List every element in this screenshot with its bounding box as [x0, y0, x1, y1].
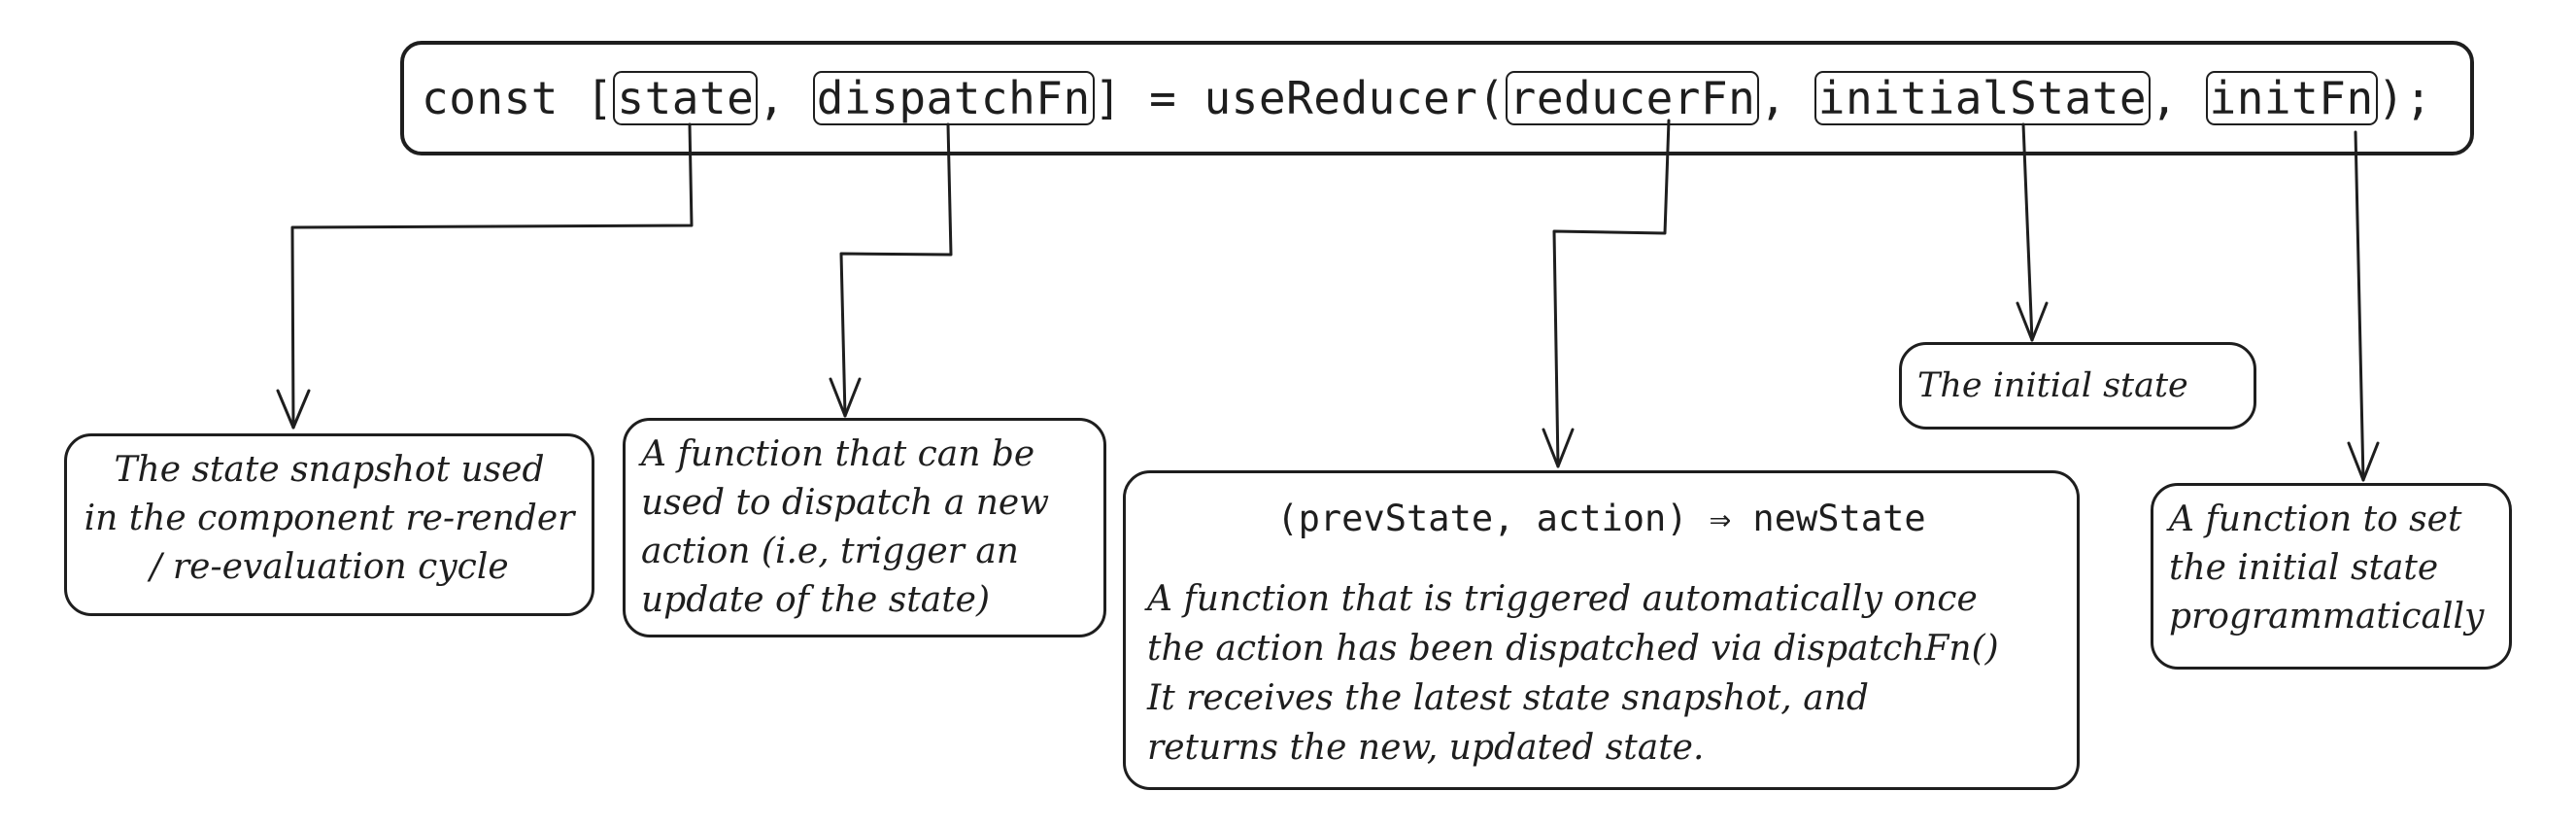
- param-initfn: initFn: [2205, 71, 2378, 125]
- note-reducerfn: (prevState, action) ⇒ newState A functio…: [1123, 470, 2080, 790]
- arrow-dispatchfn: [839, 122, 953, 418]
- param-initialstate: initialState: [1813, 71, 2152, 125]
- arrowhead-reducerfn: [1542, 428, 1575, 468]
- arrowhead-dispatchfn: [829, 377, 862, 418]
- note-dispatchfn: A function that can be used to dispatch …: [623, 418, 1106, 637]
- code-comma: ,: [758, 72, 813, 124]
- arrow-initfn: [2354, 130, 2365, 482]
- arrowhead-state: [276, 389, 311, 430]
- note-initfn: A function to set the initial state prog…: [2151, 483, 2512, 670]
- code-prefix: const [: [422, 72, 614, 124]
- param-reducerfn: reducerFn: [1505, 71, 1760, 125]
- note-state: The state snapshot used in the component…: [64, 433, 594, 616]
- arrow-reducerfn: [1552, 119, 1671, 468]
- code-comma: ,: [2151, 72, 2206, 124]
- code-statement-box: [400, 41, 2474, 155]
- reducer-description: A function that is triggered automatical…: [1147, 579, 1999, 768]
- arrowhead-initfn: [2347, 441, 2380, 482]
- arrow-initialstate: [2021, 122, 2034, 342]
- param-state: state: [613, 71, 759, 125]
- code-use-reducer-call: ] = useReducer(: [1094, 72, 1506, 124]
- arrow-state: [290, 122, 694, 430]
- param-dispatchfn: dispatchFn: [812, 71, 1095, 125]
- code-suffix: );: [2377, 72, 2433, 124]
- code-statement: const [state, dispatchFn] = useReducer(r…: [422, 64, 2432, 132]
- code-comma: ,: [1759, 72, 1814, 124]
- reducer-signature: (prevState, action) ⇒ newState: [1276, 498, 1926, 539]
- arrowhead-initialstate: [2016, 301, 2049, 342]
- note-initialstate: The initial state: [1899, 342, 2256, 430]
